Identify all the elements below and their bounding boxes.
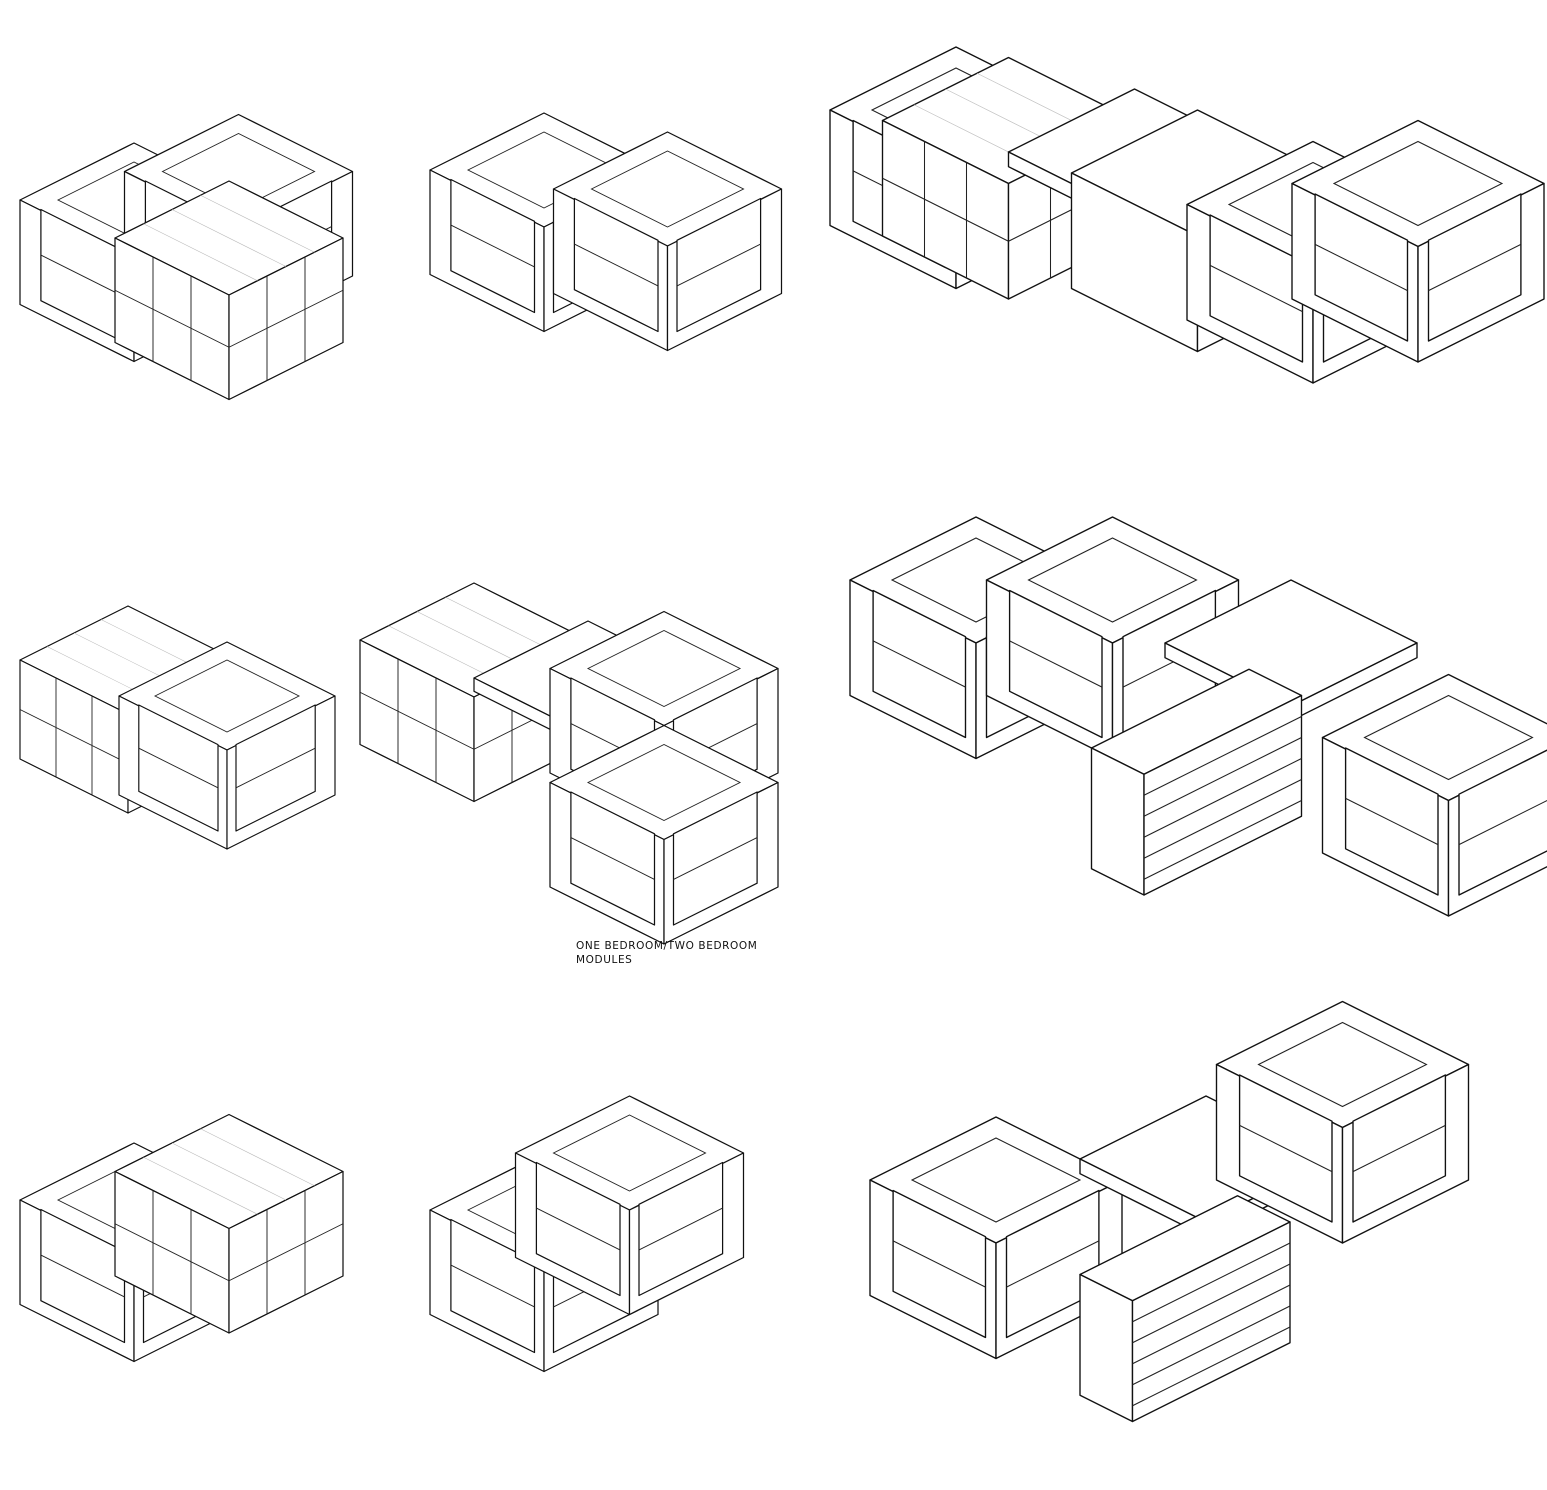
- module-1-axonometric: [19, 113, 354, 401]
- module-4-axonometric: [19, 605, 336, 850]
- module-6-axonometric: [849, 516, 1547, 917]
- caption-line-1: ONE BEDROOM/TWO BEDROOM: [576, 940, 758, 952]
- module-5-axonometric: [359, 582, 779, 945]
- caption-line-2: MODULES: [576, 954, 633, 966]
- caption: ONE BEDROOM/TWO BEDROOM MODULES: [576, 939, 757, 967]
- module-7-axonometric: [19, 1113, 344, 1363]
- module-9-axonometric: [869, 1000, 1470, 1423]
- module-8-axonometric: [429, 1095, 745, 1373]
- module-2-axonometric: [429, 112, 783, 352]
- module-3-axonometric: [829, 46, 1545, 384]
